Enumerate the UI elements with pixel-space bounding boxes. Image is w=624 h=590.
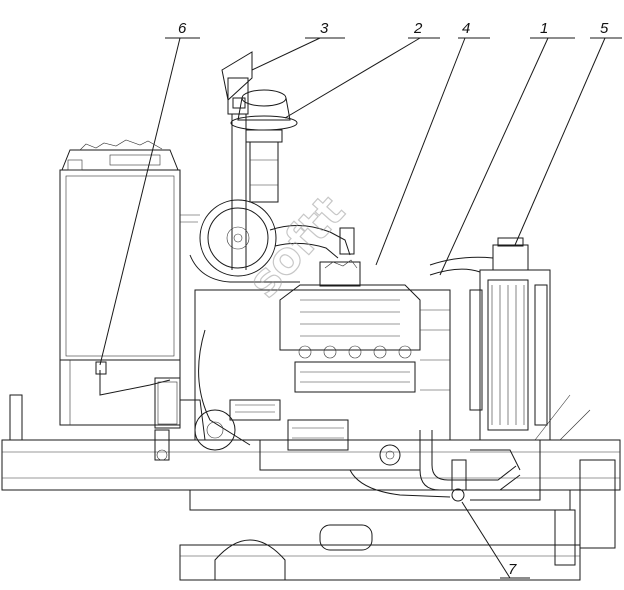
- callout-4-label: 4: [462, 20, 470, 37]
- leader-lines: [99, 37, 622, 579]
- exhaust-pipe: [221, 51, 253, 270]
- callout-1-label: 1: [540, 20, 548, 37]
- radiator: [429, 237, 551, 501]
- callout-6-label: 6: [178, 20, 187, 37]
- callout-5-label: 5: [600, 20, 609, 37]
- air-filter-cap: [230, 89, 298, 203]
- engine-block: [194, 259, 451, 471]
- control-cabinet: [59, 139, 181, 426]
- callout-7-label: 7: [508, 561, 517, 578]
- callout-labels: 1 2 3 4 5 6 7: [178, 20, 609, 578]
- side-components: [95, 361, 206, 461]
- turbo-intake: [180, 199, 355, 283]
- lower-pipework: [349, 430, 521, 502]
- callout-3-label: 3: [320, 20, 329, 37]
- callout-2-label: 2: [413, 20, 423, 37]
- base-frame: [1, 394, 621, 581]
